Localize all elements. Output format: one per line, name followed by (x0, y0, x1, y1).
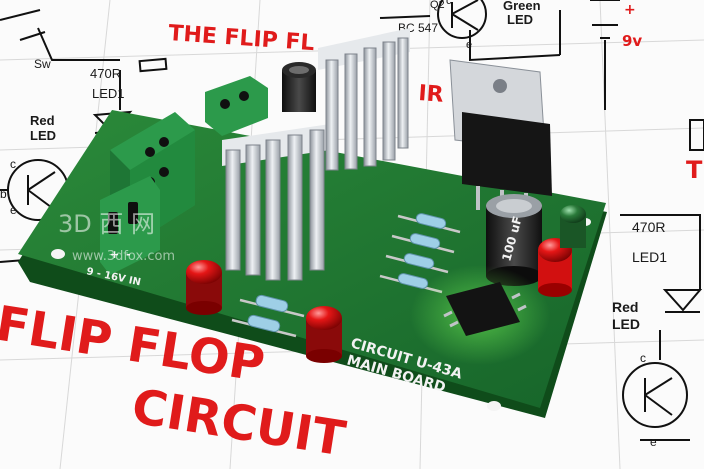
heatsink-back (318, 28, 410, 171)
schematic-label-q2: Q2 (430, 0, 445, 11)
ic-chip (410, 265, 550, 365)
watermark-chars: 3D 西 网 (58, 210, 155, 238)
resistor-group-right (379, 213, 461, 294)
schematic-label-switch: Sw (34, 57, 51, 71)
watermark-url: www.3dfox.com (72, 249, 175, 264)
resistor-group-left (231, 294, 305, 338)
mounting-hole (487, 401, 501, 411)
schematic-label-resistor-left: 470R (90, 66, 121, 81)
schematic-label-pin-c: c (10, 157, 16, 171)
schematic-label-green-led-1: Green (503, 0, 541, 13)
schematic-label-led-right: LED1 (632, 249, 667, 265)
heatsink-front (222, 124, 330, 281)
schematic-label-pin-b: b (0, 187, 7, 201)
led-red-center (306, 306, 342, 363)
schematic-label-red-led-right-1: Red (612, 299, 638, 315)
terminal-block-input (100, 112, 195, 275)
terminal-block-top (205, 76, 268, 136)
schematic-label-resistor-right: 470R (632, 219, 665, 235)
schematic-label-pin-e2: e (466, 39, 472, 51)
led-red-left (186, 260, 222, 315)
schematic-label-red-led-left-2: LED (30, 128, 56, 143)
background-title-top-tail: IR (418, 81, 445, 108)
led-red-right (538, 238, 572, 297)
schematic-label-battery-voltage: 9v (622, 32, 642, 50)
schematic-label-red-led-right-2: LED (612, 316, 640, 332)
led-green (560, 205, 586, 248)
mounting-hole (51, 249, 65, 259)
terminal-minus-label: - (126, 248, 131, 261)
terminal-plus-label: + (110, 248, 119, 261)
schematic-label-pin-c2: c (446, 0, 452, 7)
schematic-label-led-left: LED1 (92, 86, 125, 101)
schematic-label-battery-plus: + (624, 2, 636, 18)
schematic-label-pin-c3: c (640, 351, 646, 365)
schematic-label-pin-e3: e (650, 435, 657, 449)
schematic-label-green-led-2: LED (507, 12, 533, 27)
schematic-label-red-led-left-1: Red (30, 113, 55, 128)
schematic-label-pin-e: e (10, 203, 17, 217)
capacitor-small (282, 62, 316, 112)
background-title-right: T (686, 156, 703, 184)
